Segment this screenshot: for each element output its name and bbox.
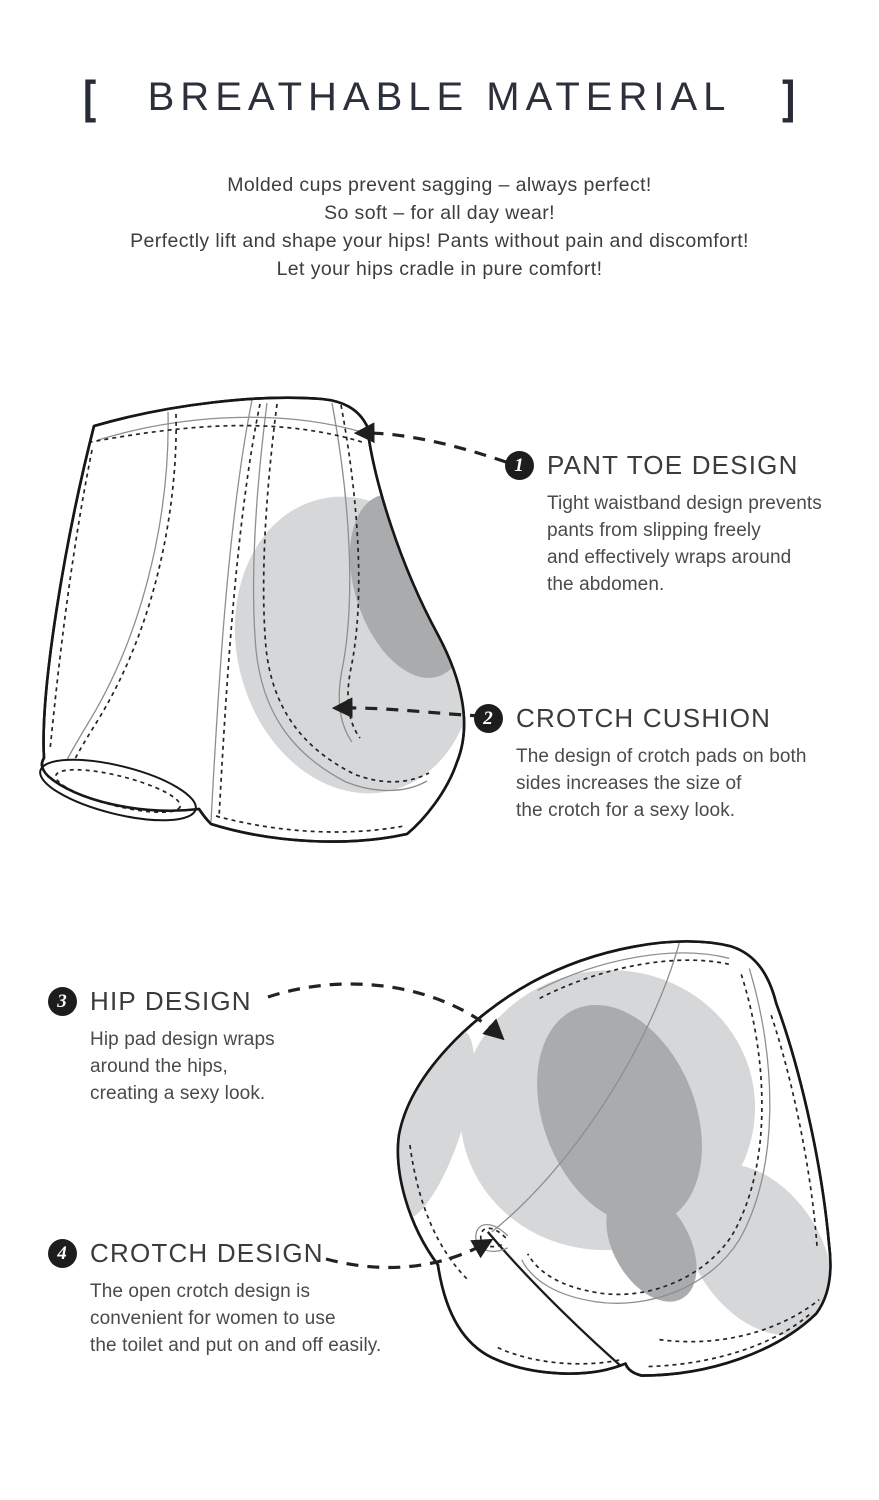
side-view-drawing [39,396,466,843]
feature-title-2: CROTCH CUSHION [516,703,772,733]
stitch-lines [409,959,820,1368]
feature-callout-1: 1 PANT TOE DESIGN Tight waistband design… [505,450,822,598]
intro-line-4: Let your hips cradle in pure comfort! [276,258,603,280]
pad-dark-overlap [537,1004,702,1226]
side-view-illustration [20,390,480,860]
back-view-illustration [380,920,879,1400]
pad-dark-overlap-lower [606,1187,697,1302]
garment-outline-stroke [396,940,832,1377]
feature-description-1: Tight waistband design prevents pants fr… [547,493,822,595]
right-bracket: ] [782,71,796,123]
feature-description-2: The design of crotch pads on both sides … [516,746,807,821]
section-header: [ BREATHABLE MATERIAL ] [0,74,879,120]
pad-light-right-hip [682,1164,831,1336]
feature-callout-head: 3 HIP DESIGN [48,986,275,1017]
feature-number-badge-2: 2 [474,704,503,733]
feature-callout-2: 2 CROTCH CUSHION The design of crotch pa… [474,703,807,824]
pad-light-sliver [397,1029,474,1221]
feature-title-4: CROTCH DESIGN [90,1238,324,1268]
intro-copy: Molded cups prevent sagging – always per… [0,171,879,283]
feature-number-badge-4: 4 [48,1239,77,1268]
garment-outline-stroke [40,396,466,843]
feature-callout-head: 4 CROTCH DESIGN [48,1238,381,1269]
feature-number-badge-3: 3 [48,987,77,1016]
feature-callout-head: 2 CROTCH CUSHION [474,703,807,734]
page-title: BREATHABLE MATERIAL [147,75,732,119]
intro-line-3: Perfectly lift and shape your hips! Pant… [130,230,749,252]
stitch-lines [49,403,430,833]
feature-title-3: HIP DESIGN [90,986,252,1016]
feature-title-1: PANT TOE DESIGN [547,450,799,480]
intro-line-1: Molded cups prevent sagging – always per… [227,174,652,196]
back-view-drawing [396,940,832,1377]
intro-line-2: So soft – for all day wear! [324,202,555,224]
seam-lines [475,942,771,1376]
feature-callout-head: 1 PANT TOE DESIGN [505,450,822,481]
feature-callout-4: 4 CROTCH DESIGN The open crotch design i… [48,1238,381,1359]
feature-callout-3: 3 HIP DESIGN Hip pad design wraps around… [48,986,275,1107]
feature-number-badge-1: 1 [505,451,534,480]
feature-description-3: Hip pad design wraps around the hips, cr… [90,1029,275,1104]
feature-description-4: The open crotch design is convenient for… [90,1281,382,1356]
left-bracket: [ [83,71,97,123]
